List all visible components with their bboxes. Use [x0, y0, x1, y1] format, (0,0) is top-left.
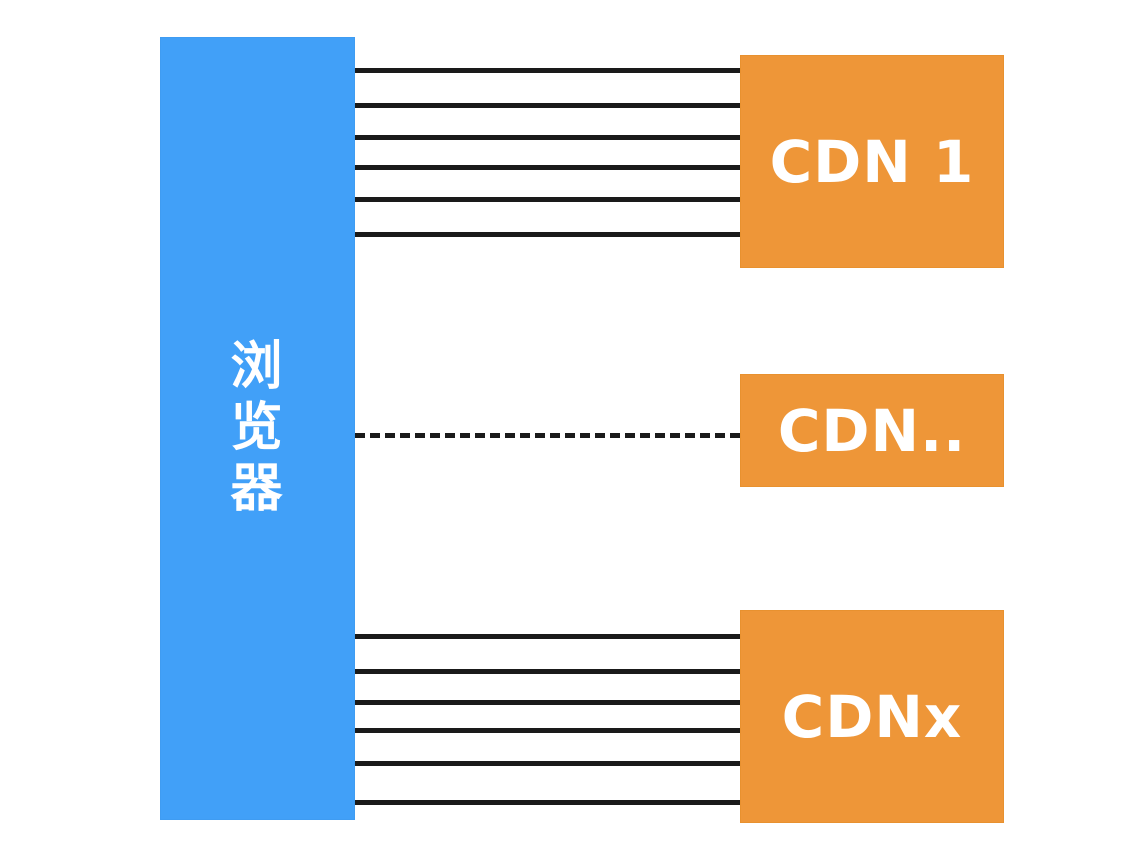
connector-line	[355, 800, 740, 805]
connector-line	[355, 68, 740, 73]
connector-line-dashed	[355, 433, 740, 438]
cdn-node-label: CDN..	[777, 396, 967, 465]
connector-line	[355, 700, 740, 705]
cdn-node-label: CDNx	[781, 682, 963, 751]
connector-line	[355, 103, 740, 108]
cdn-node-x[interactable]: CDNx	[740, 610, 1004, 823]
browser-node[interactable]: 浏 览 器	[160, 37, 355, 820]
browser-node-label: 浏 览 器	[230, 336, 285, 520]
connector-line	[355, 165, 740, 170]
cdn-node-middle[interactable]: CDN..	[740, 374, 1004, 487]
connector-line	[355, 135, 740, 140]
cdn-node-1[interactable]: CDN 1	[740, 55, 1004, 268]
connector-line	[355, 761, 740, 766]
connector-line	[355, 634, 740, 639]
cdn-node-label: CDN 1	[769, 127, 975, 196]
connector-line	[355, 728, 740, 733]
connector-line	[355, 232, 740, 237]
connector-line	[355, 669, 740, 674]
connector-line	[355, 197, 740, 202]
